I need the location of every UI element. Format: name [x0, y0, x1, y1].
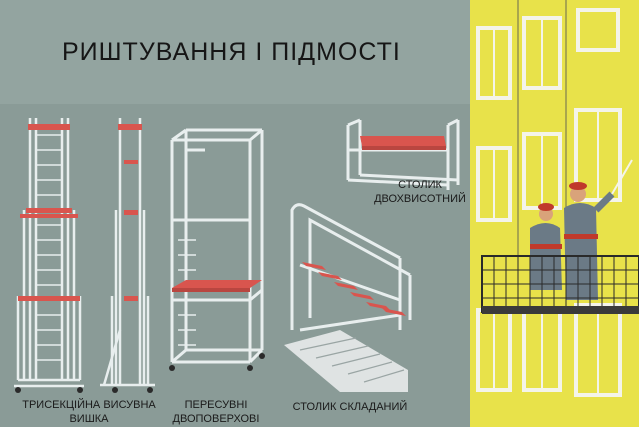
tower-side: [100, 118, 155, 387]
caption-folding-stand: СТОЛИК СКЛАДАНИЙ: [292, 401, 408, 413]
caption-tower-line2: ВИШКА: [69, 413, 109, 425]
poster-title: РИШТУВАННЯ І ПІДМОСТІ: [62, 38, 401, 66]
scaffolding-illustrations: [14, 118, 460, 393]
caption-mobile-scaffold: ПЕРЕСУВНІ ДВОПОВЕРХОВІ: [166, 398, 266, 426]
cradle: [481, 255, 639, 314]
caption-mobile-line2: ДВОПОВЕРХОВІ: [172, 413, 260, 425]
caption-twolevel-line2: ДВОХВИСОТНИЙ: [374, 193, 466, 205]
tower-side-platforms: [118, 124, 142, 301]
caption-tower-line1: ТРИСЕКЦІЙНА ВИСУВНА: [22, 399, 156, 411]
tower-extended: [14, 118, 84, 388]
folding-steps: [302, 262, 406, 316]
title-band: [0, 0, 470, 104]
mobile-scaffold: [170, 128, 264, 364]
tower-extended-rungs: [36, 134, 62, 361]
mobile-platform-edge: [172, 288, 250, 292]
mobile-wheels: [169, 353, 265, 371]
tower-wheels: [15, 387, 153, 393]
folding-frame: [290, 203, 412, 332]
tower-extended-platforms: [18, 124, 80, 301]
caption-mobile-line1: ПЕРЕСУВНІ: [184, 399, 248, 411]
mobile-platform: [172, 280, 262, 288]
twolevel-platform: [360, 136, 446, 146]
building-scene: [470, 0, 639, 427]
stair-steps: [299, 337, 405, 383]
window-mullions: [493, 18, 599, 395]
caption-twolevel-line1: СТОЛИК: [398, 179, 442, 191]
caption-telescopic-tower: ТРИСЕКЦІЙНА ВИСУВНА ВИШКА: [14, 398, 164, 426]
caption-twolevel-stand: СТОЛИК ДВОХВИСОТНИЙ: [370, 178, 470, 206]
stairs: [284, 330, 408, 392]
building-wall: [470, 0, 639, 427]
mobile-ladder: [178, 239, 196, 346]
twolevel-platform-edge: [362, 146, 446, 150]
